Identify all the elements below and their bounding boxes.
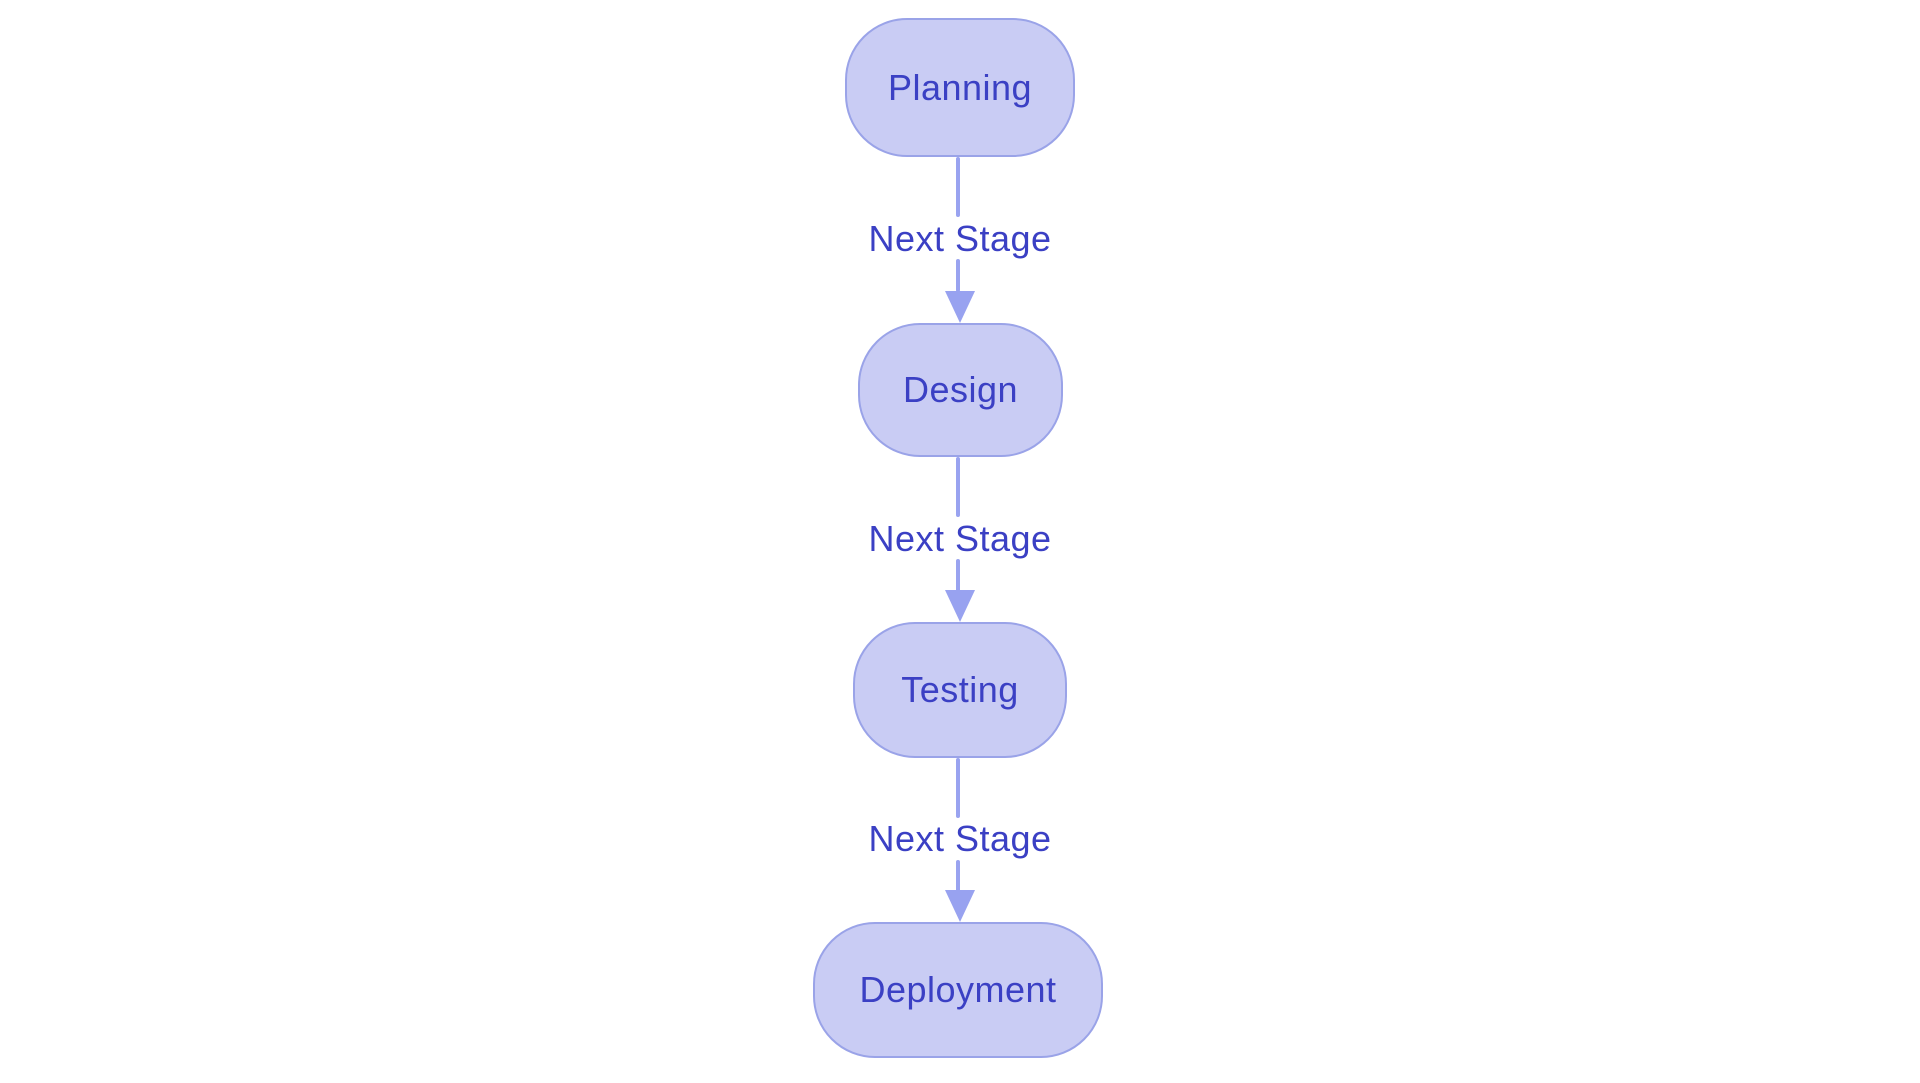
edge-line-segment: [956, 457, 960, 517]
flowchart-node-planning: Planning: [845, 18, 1075, 157]
node-label: Design: [902, 369, 1019, 410]
arrowhead-down-icon: [945, 291, 975, 323]
edge-line-segment: [956, 157, 960, 217]
edge-line-segment: [956, 758, 960, 818]
edge-line-segment: [956, 860, 960, 893]
edge-line-segment: [956, 259, 960, 292]
arrowhead-down-icon: [945, 590, 975, 622]
edge-label: Next Stage: [862, 518, 1058, 560]
edge-label: Next Stage: [862, 818, 1058, 860]
arrowhead-down-icon: [945, 890, 975, 922]
node-label: Planning: [887, 66, 1033, 108]
flowchart-node-design: Design: [858, 323, 1063, 457]
flowchart-node-testing: Testing: [853, 622, 1067, 758]
node-label: Deployment: [859, 969, 1057, 1010]
edge-label: Next Stage: [862, 218, 1058, 260]
edge-line-segment: [956, 559, 960, 592]
node-label: Testing: [901, 669, 1019, 710]
flowchart-node-deployment: Deployment: [813, 922, 1103, 1058]
